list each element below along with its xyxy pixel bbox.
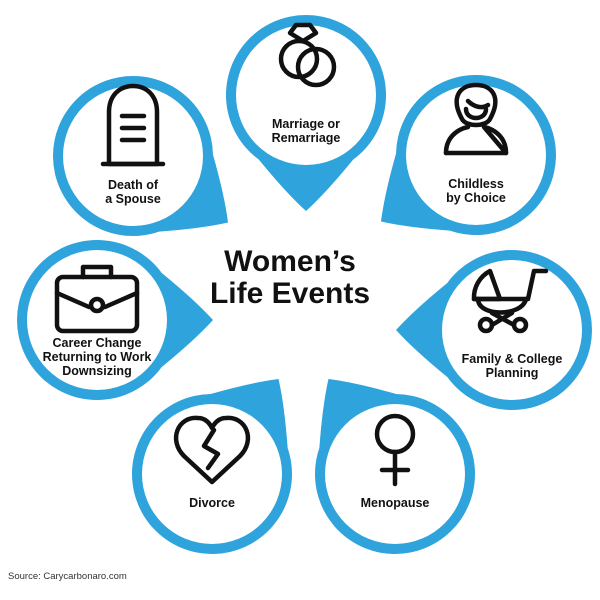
title-line-1: Women’s <box>224 245 356 278</box>
event-label-line: by Choice <box>446 191 506 205</box>
female-symbol-icon <box>374 413 416 487</box>
event-label-line: Returning to Work <box>42 350 152 364</box>
event-label-line: Death of <box>108 178 158 192</box>
event-label-line: a Spouse <box>105 192 161 206</box>
center-title: Women’s Life Events <box>190 246 390 310</box>
event-label-broken-heart: Divorce <box>142 496 282 510</box>
briefcase-icon <box>54 264 140 334</box>
event-label-line: Remarriage <box>271 131 341 145</box>
event-gravestone-inner <box>63 86 203 226</box>
event-baby-stroller-inner <box>442 260 582 400</box>
event-label-line: Divorce <box>189 496 235 510</box>
wedding-rings-icon <box>278 22 337 88</box>
event-label-line: Downsizing <box>62 364 132 378</box>
event-label-line: Marriage or <box>271 117 341 131</box>
gravestone-icon <box>100 83 166 167</box>
event-label-line: Career Change <box>52 336 142 350</box>
event-label-line: Childless <box>448 177 504 191</box>
source-credit: Source: Carycarbonaro.com <box>8 571 127 582</box>
event-label-female-symbol: Menopause <box>325 496 465 510</box>
woman-icon <box>443 82 509 156</box>
event-label-line: Family & College <box>461 352 563 366</box>
event-briefcase-inner <box>27 250 167 390</box>
event-wedding-rings-inner <box>236 25 376 165</box>
title-line-2: Life Events <box>209 277 371 310</box>
broken-heart-icon <box>173 415 251 485</box>
baby-stroller-icon <box>471 268 549 334</box>
event-label-line: Planning <box>485 366 539 380</box>
event-label-line: Menopause <box>360 496 430 510</box>
